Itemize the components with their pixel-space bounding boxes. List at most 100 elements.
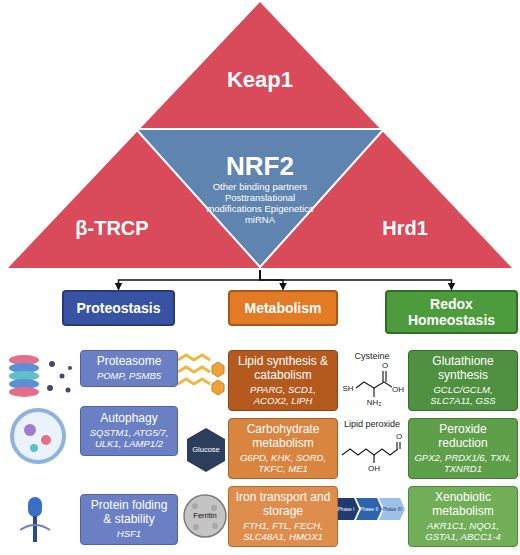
gene-list: SQSTM1, ATG5/7, ULK1, LAMP1/2 — [85, 428, 173, 450]
proteasome-icon — [49, 361, 55, 367]
structure-label: SH — [342, 385, 353, 393]
target-box: Protein folding & stabilityHSF1 — [80, 494, 178, 545]
gene-list: G6PD, KHK, SORD, TKFC, ME1 — [233, 453, 333, 475]
process-title: Lipid synthesis & catabolism — [233, 355, 333, 383]
cysteine-structure — [384, 382, 392, 387]
structure-label: NH₂ — [367, 399, 382, 407]
target-box: Glutathione synthesisGCLC/GCLM, SLC7A11,… — [408, 350, 518, 411]
target-box: Iron transport and storageFTH1, FTL, FEC… — [228, 486, 338, 547]
lipid-icon — [178, 379, 210, 384]
target-box: Carbohydrate metabolismG6PD, KHK, SORD, … — [228, 418, 338, 479]
glucose-icon — [187, 428, 225, 472]
structure-label: Ferritin — [193, 512, 216, 520]
process-title: Proteasome — [97, 355, 162, 369]
target-box: ProteasomePOMP, PSMB5 — [80, 350, 178, 387]
protein-folding-icon — [20, 497, 50, 542]
triangle-outline — [8, 2, 512, 268]
category-title: Metabolism — [244, 300, 321, 316]
triangle-outline — [136, 129, 384, 267]
factor-name: NRF2 — [226, 151, 294, 182]
structure-label: O — [396, 433, 402, 441]
category-title: Redox Homeostasis — [391, 296, 512, 328]
regulator-name: Keap1 — [227, 67, 293, 93]
process-title: Peroxide reduction — [413, 423, 513, 451]
cysteine-structure — [373, 388, 374, 397]
process-title: Protein folding & stability — [85, 499, 173, 527]
structure-label: O — [382, 362, 388, 370]
lipid-peroxide-structure — [342, 449, 398, 455]
target-box: Xenobiotic metabolismAKR1C1, NQO1, GSTA1… — [408, 486, 518, 547]
process-title: Iron transport and storage — [233, 491, 333, 519]
phase-arrow — [335, 498, 405, 520]
category-header: Metabolism — [228, 290, 338, 326]
phase-arrow — [335, 498, 359, 520]
proteasome-icon — [47, 385, 53, 391]
structure-label: Phase II — [360, 507, 378, 512]
ferritin-icon — [192, 503, 198, 509]
connector-arrow — [119, 270, 261, 290]
cysteine-structure — [382, 371, 383, 382]
lipid-icon — [178, 355, 210, 360]
gene-list: AKR1C1, NQO1, GSTA1, ABCC1-4 — [413, 521, 513, 543]
target-box: Peroxide reductionGPX2, PRDX1/6, TXN, TX… — [408, 418, 518, 479]
ferritin-icon — [184, 495, 226, 537]
target-box: Lipid synthesis & catabolismPPARG, SCD1,… — [228, 350, 338, 411]
ferritin-icon — [211, 505, 217, 511]
regulator-name: Hrd1 — [382, 217, 428, 240]
gene-list: HSF1 — [117, 529, 141, 540]
phase-arrow — [356, 498, 382, 520]
proteasome-icon — [68, 366, 72, 370]
nrf2-triangle: NRF2Other binding partners Posttranslati… — [135, 128, 385, 268]
proteasome-icon — [9, 355, 72, 397]
gene-list: GPX2, PRDX1/6, TXN, TXNRD1 — [413, 453, 513, 475]
autophagy-icon — [12, 410, 64, 462]
regulator-name: β-TRCP — [75, 217, 148, 240]
structure-label: Phase I — [338, 507, 355, 512]
ferritin-icon — [212, 523, 218, 529]
lipid-peroxide-structure — [373, 455, 374, 463]
process-title: Autophagy — [100, 412, 157, 426]
phase-arrow — [379, 498, 405, 520]
lipid-icon — [178, 355, 224, 395]
cysteine-structure — [356, 371, 392, 397]
gene-list: GCLC/GCLM, SLC7A11, GSS — [413, 385, 513, 407]
lipid-icon — [178, 367, 210, 372]
ferritin-icon — [184, 495, 226, 537]
autophagy-icon — [12, 410, 64, 462]
structure-label: Cysteine — [354, 352, 389, 361]
gene-list: FTH1, FTL, FECH, SLC48A1, HMOX1 — [233, 521, 333, 543]
gene-list: POMP, PSMB5 — [97, 371, 161, 382]
glucose-icon — [187, 428, 225, 472]
lipid-icon — [212, 362, 224, 377]
structure-label: Glucose — [192, 446, 220, 454]
lipid-peroxide-structure — [342, 442, 400, 463]
structure-label: OH — [368, 465, 380, 473]
category-header: Proteostasis — [62, 290, 175, 326]
structure-label: Phase III — [382, 507, 402, 512]
cysteine-structure — [356, 382, 384, 388]
lipid-peroxide-structure — [399, 442, 400, 449]
category-title: Proteostasis — [76, 300, 160, 316]
autophagy-icon — [24, 424, 36, 436]
process-title: Glutathione synthesis — [413, 355, 513, 383]
lipid-peroxide-structure — [396, 442, 397, 449]
process-title: Xenobiotic metabolism — [413, 491, 513, 519]
inhibitor-triangle: Keap1β-TRCPHrd1NRF2Other binding partner… — [0, 0, 520, 270]
target-box: AutophagySQSTM1, ATG5/7, ULK1, LAMP1/2 — [80, 406, 178, 456]
gene-list: PPARG, SCD1, ACOX2, LIPH — [233, 385, 333, 407]
process-title: Carbohydrate metabolism — [233, 423, 333, 451]
modifier-list: Other binding partners Posttranslational… — [200, 182, 320, 226]
connector-arrow — [260, 270, 452, 290]
category-header: Redox Homeostasis — [385, 290, 518, 334]
protein-folding-icon — [28, 497, 42, 517]
proteasome-icon — [66, 388, 71, 393]
protein-folding-icon — [33, 516, 37, 542]
lipid-icon — [212, 380, 224, 395]
protein-folding-icon — [20, 525, 50, 530]
autophagy-icon — [30, 444, 38, 452]
ferritin-icon — [193, 524, 199, 530]
proteasome-icon — [9, 387, 39, 397]
autophagy-icon — [41, 435, 51, 445]
structure-label: OH — [392, 386, 404, 394]
proteasome-icon — [60, 374, 65, 379]
